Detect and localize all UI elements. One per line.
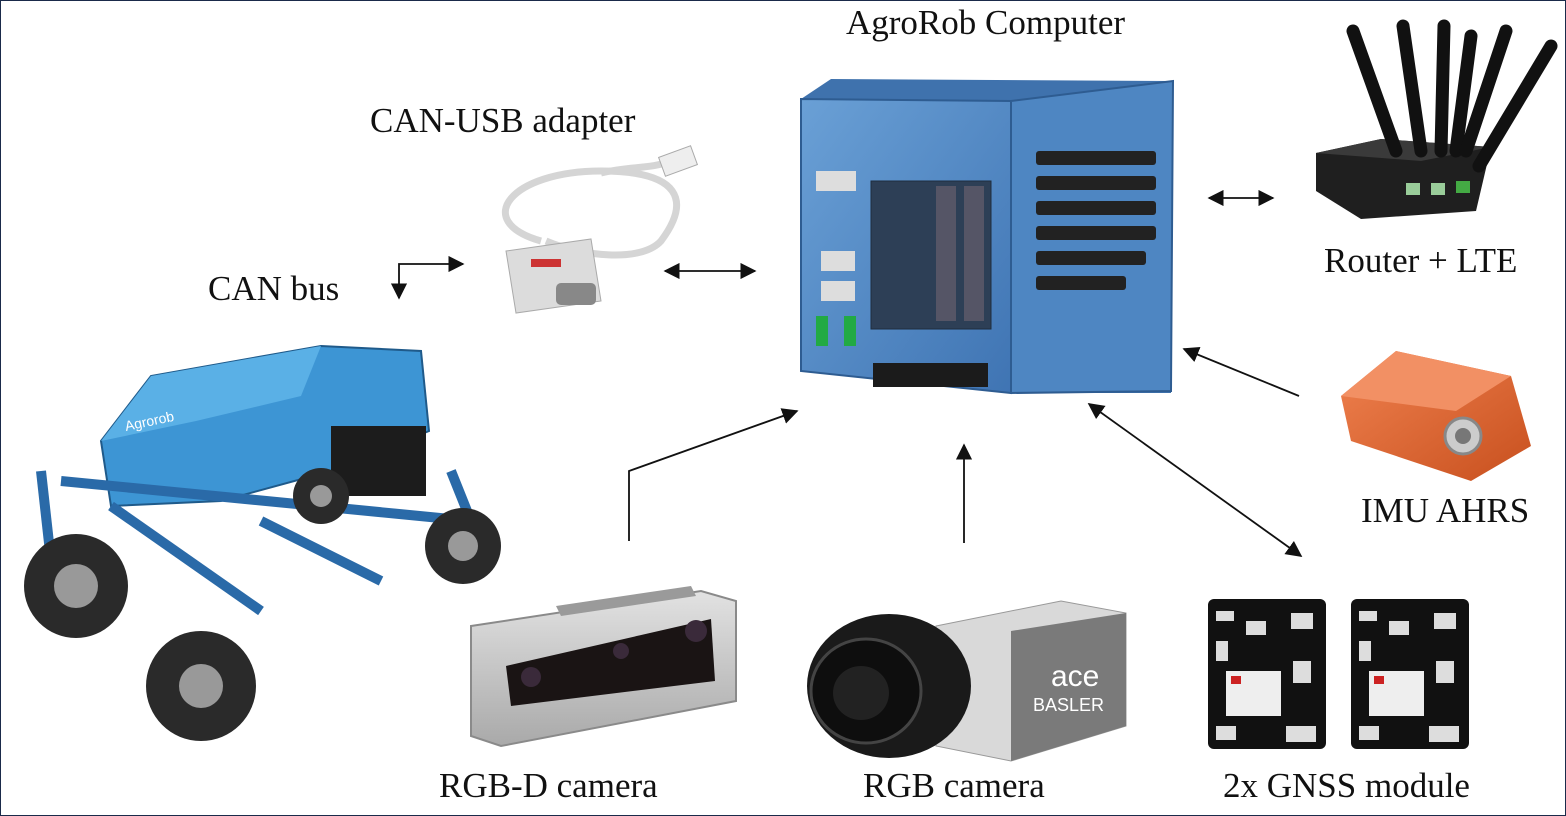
camera-brand-basler: BASLER bbox=[1033, 695, 1104, 715]
imu-label: IMU AHRS bbox=[1361, 491, 1529, 531]
gnss-module-left bbox=[1208, 599, 1326, 749]
rgb-camera-label: RGB camera bbox=[863, 766, 1045, 806]
gnss-label: 2x GNSS module bbox=[1223, 766, 1470, 806]
gnss-computer-arrow bbox=[1089, 404, 1301, 556]
imu-illustration bbox=[1341, 351, 1531, 481]
rgb-camera-illustration: ace BASLER bbox=[807, 601, 1126, 761]
computer-label: AgroRob Computer bbox=[846, 3, 1125, 43]
camera-brand-ace: ace bbox=[1051, 660, 1099, 693]
can-usb-illustration bbox=[505, 146, 697, 313]
rgbd-camera-arrow bbox=[629, 411, 797, 541]
can-usb-label: CAN-USB adapter bbox=[370, 101, 635, 141]
imu-computer-arrow bbox=[1184, 349, 1299, 396]
gnss-module-right bbox=[1351, 599, 1469, 749]
rgbd-camera-label: RGB-D camera bbox=[439, 766, 658, 806]
computer-illustration bbox=[801, 79, 1173, 393]
router-illustration bbox=[1316, 26, 1551, 219]
router-label: Router + LTE bbox=[1324, 241, 1517, 281]
can-bus-arrow bbox=[399, 264, 463, 298]
can-bus-label: CAN bus bbox=[208, 269, 339, 309]
rgbd-camera-illustration bbox=[471, 586, 736, 746]
robot-illustration: Agrorob bbox=[24, 346, 501, 741]
